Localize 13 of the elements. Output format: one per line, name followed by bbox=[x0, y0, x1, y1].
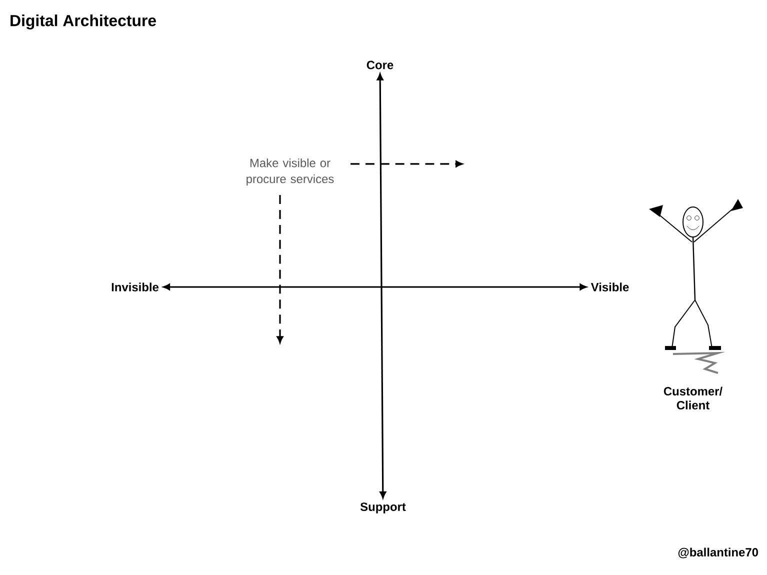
note-text: Make visible or procure services bbox=[246, 158, 334, 186]
dashed-arrow bbox=[276, 195, 284, 344]
dashed-arrow bbox=[350, 160, 463, 168]
axis-arrow bbox=[163, 284, 587, 290]
axis-label: Invisible bbox=[112, 282, 159, 292]
axis-label: Visible bbox=[590, 282, 629, 292]
caption-text: Customer/ Client bbox=[664, 386, 722, 410]
stick-figure-drawing bbox=[649, 199, 743, 374]
axis-label: Support bbox=[360, 502, 406, 514]
handle-text: @ballantine70 bbox=[678, 548, 758, 558]
axis-arrow bbox=[376, 73, 386, 498]
axis-label: Core bbox=[366, 60, 394, 70]
title: Digital Architecture bbox=[10, 14, 156, 30]
